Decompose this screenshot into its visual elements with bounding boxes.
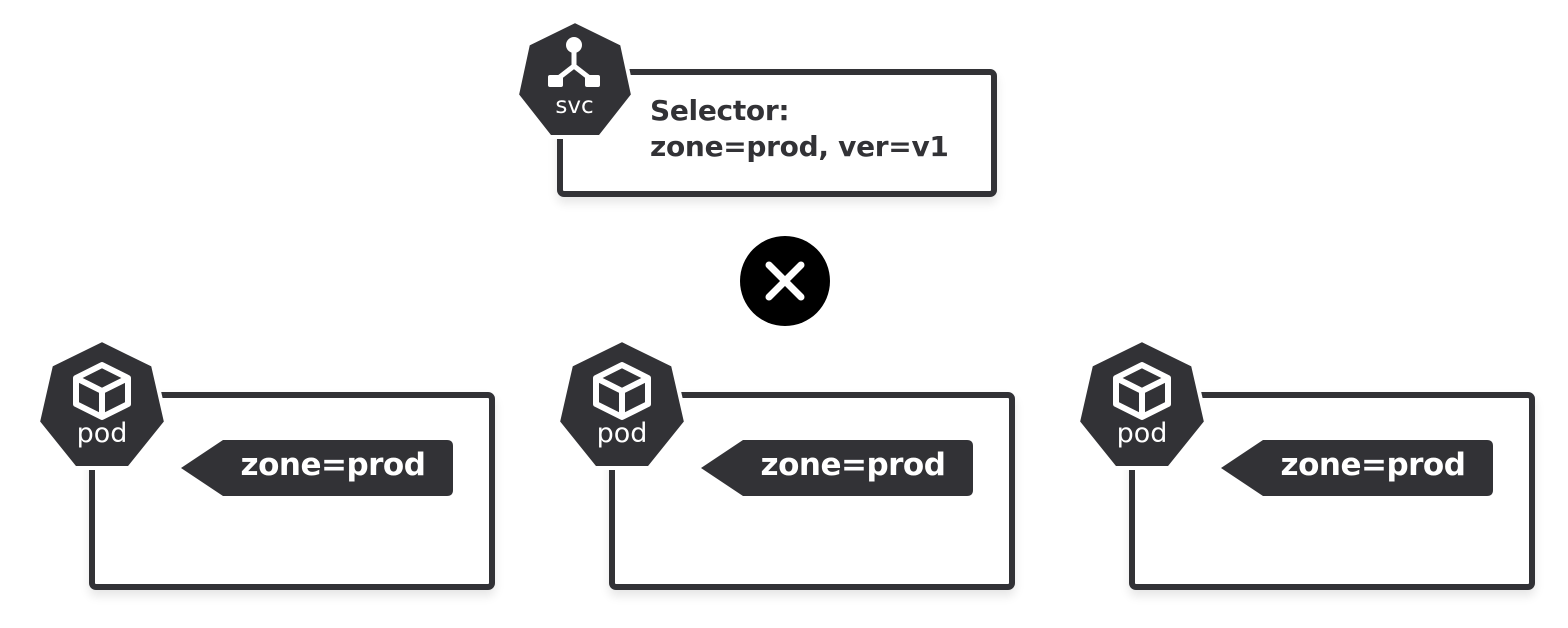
service-topology-icon	[548, 37, 600, 87]
label-tag	[701, 440, 973, 496]
selector-value: zone=prod, ver=v1	[650, 130, 949, 163]
x-mark-icon	[740, 236, 830, 326]
pod-badge-label: pod	[76, 418, 128, 449]
cube-icon	[73, 362, 131, 420]
pod-badge-label: pod	[1116, 418, 1168, 449]
pod-label-text: zone=prod	[240, 447, 426, 483]
selector-title: Selector:	[650, 94, 790, 127]
pod-badge	[1076, 338, 1208, 470]
label-tag	[1221, 440, 1493, 496]
pod-label-text: zone=prod	[1280, 447, 1466, 483]
label-tag	[181, 440, 453, 496]
pod-label-text: zone=prod	[760, 447, 946, 483]
pod-badge-label: pod	[596, 418, 648, 449]
pod-badge	[556, 338, 688, 470]
cube-icon	[1113, 362, 1171, 420]
service-badge-label: svc	[555, 93, 594, 119]
cube-icon	[593, 362, 651, 420]
service-badge	[515, 19, 635, 139]
pod-badge	[36, 338, 168, 470]
